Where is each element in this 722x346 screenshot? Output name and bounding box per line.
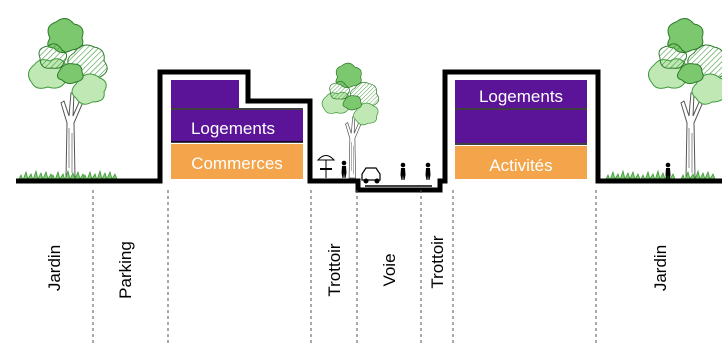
right-housing-block bbox=[455, 80, 587, 108]
zone-label-voie: Voie bbox=[380, 253, 399, 286]
left-building: Logements Commerces bbox=[171, 80, 303, 179]
zone-separators bbox=[92, 190, 597, 344]
zone-label-trottoir-right: Trottoir bbox=[428, 235, 447, 289]
ground-line bbox=[16, 69, 722, 193]
zone-label-parking: Parking bbox=[116, 241, 135, 299]
pedestrian-icon bbox=[400, 162, 406, 180]
left-upper-label: Logements bbox=[191, 119, 275, 138]
tree-icon bbox=[647, 17, 722, 179]
left-lower-label: Commerces bbox=[191, 154, 283, 173]
left-commerce-block bbox=[171, 144, 303, 179]
parasol-icon bbox=[316, 155, 336, 178]
right-lower-label: Activités bbox=[489, 156, 552, 175]
right-building: Logements Activités bbox=[455, 80, 587, 179]
left-housing-block bbox=[171, 110, 303, 142]
pedestrian-icon bbox=[341, 160, 347, 178]
right-activity-block bbox=[455, 146, 587, 179]
zone-label-jardin-right: Jardin bbox=[651, 245, 670, 291]
right-upper-label: Logements bbox=[479, 87, 563, 106]
pedestrian-icon bbox=[425, 162, 431, 180]
zone-labels: Jardin Parking Trottoir Voie Trottoir Ja… bbox=[45, 235, 670, 299]
tree-icon bbox=[321, 62, 380, 179]
car-icon bbox=[361, 167, 381, 184]
zone-label-trottoir-left: Trottoir bbox=[325, 243, 344, 297]
tree-icon bbox=[27, 17, 108, 179]
zone-label-jardin-left: Jardin bbox=[45, 245, 64, 291]
